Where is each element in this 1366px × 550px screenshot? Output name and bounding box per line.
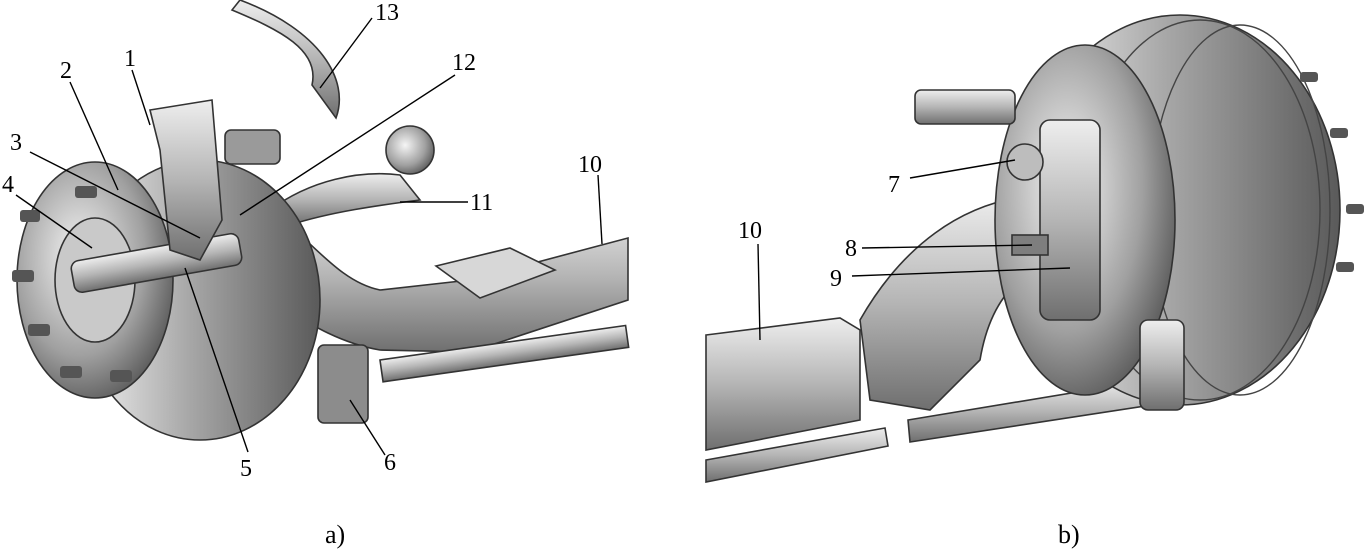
- label-5: 5: [240, 456, 252, 482]
- steering-lever: [1139, 319, 1185, 411]
- label-10a: 10: [578, 152, 602, 178]
- label-8: 8: [845, 236, 857, 262]
- label-11: 11: [470, 190, 493, 216]
- wheel-studs: [12, 186, 132, 382]
- brake-shoe-bracket: [1039, 119, 1101, 321]
- wheel-studs-b: [1300, 72, 1364, 272]
- tie-rod: [379, 324, 630, 383]
- label-10b: 10: [738, 218, 762, 244]
- beam-section-left: [705, 317, 861, 451]
- label-6: 6: [384, 450, 396, 476]
- steering-arm: [268, 172, 422, 226]
- caption-b: b): [1058, 520, 1080, 549]
- label-3: 3: [10, 130, 22, 156]
- panel-a-leader-lines: [15, 17, 603, 456]
- tie-rod-end: [317, 344, 369, 424]
- label-7: 7: [888, 172, 900, 198]
- label-1: 1: [124, 46, 136, 72]
- spring-pad: [434, 247, 558, 299]
- label-4: 4: [2, 172, 14, 198]
- label-2: 2: [60, 58, 72, 84]
- caption-a: a): [325, 520, 345, 549]
- panel-b: 7 8 9 10 b): [705, 14, 1364, 549]
- panel-b-leader-lines: [757, 159, 1071, 341]
- label-9: 9: [830, 266, 842, 292]
- label-13: 13: [375, 0, 399, 26]
- panel-a: 1 2 3 4 5 6 10 11 12 13 a): [2, 0, 630, 549]
- axle-stub: [914, 89, 1016, 125]
- pivot-7: [1006, 143, 1044, 181]
- label-12: 12: [452, 50, 476, 76]
- steering-knuckle: [149, 99, 223, 261]
- king-pin: [224, 129, 281, 165]
- tie-rod-left: [705, 427, 889, 483]
- ball-joint: [385, 125, 435, 175]
- hose: [230, 0, 341, 120]
